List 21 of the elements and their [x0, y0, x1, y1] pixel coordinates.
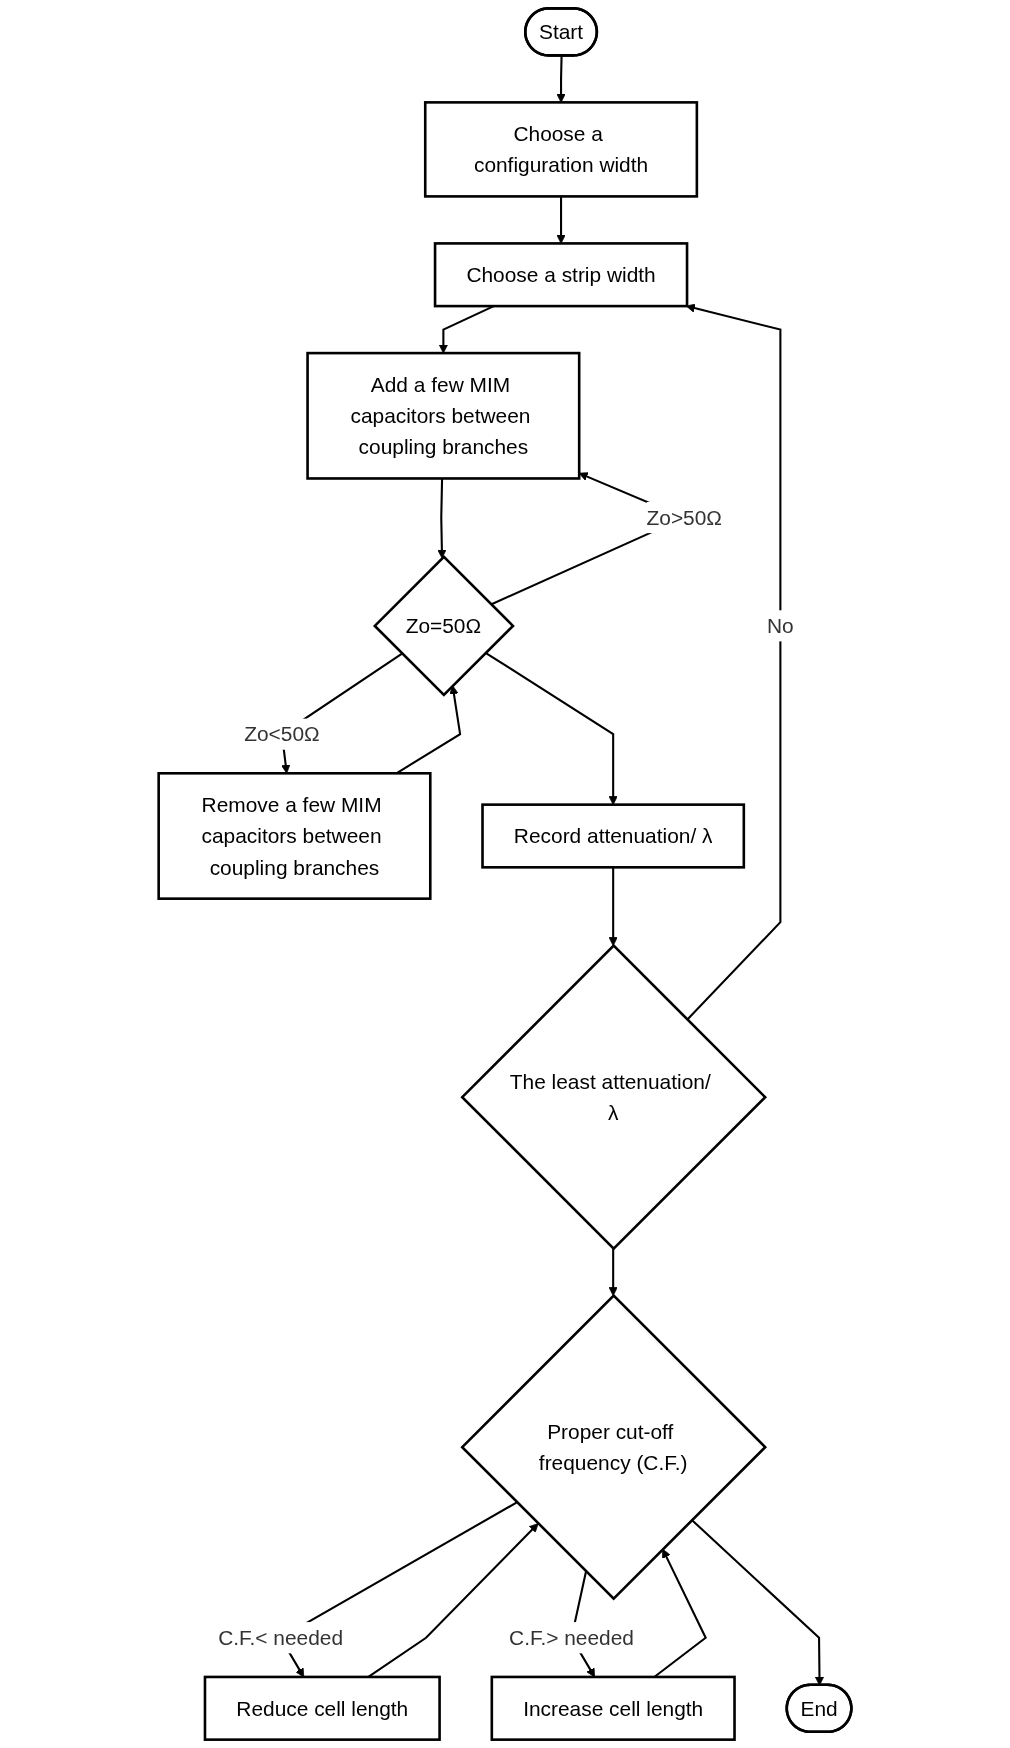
edge-label: No — [767, 614, 794, 638]
arrow — [437, 478, 447, 559]
arrow — [608, 867, 618, 947]
node-diamond: The least attenuation/ λ — [460, 943, 767, 1251]
arrow — [685, 303, 782, 1021]
edge-label: C.F.< needed — [218, 1626, 344, 1650]
edge-label: C.F.> needed — [509, 1626, 634, 1650]
edge-label: Zo>50Ω — [646, 506, 722, 530]
node-box: Choose a strip width — [433, 242, 689, 308]
node-box: Remove a few MIM capacitors between coupling branches — [157, 772, 432, 900]
arrow — [556, 196, 566, 244]
arrow — [556, 55, 566, 103]
node-box: Choose a configuration width — [423, 101, 699, 198]
node-box: Reduce cell length — [203, 1675, 441, 1741]
edge-label: Zo<50Ω — [244, 722, 320, 746]
arrow — [608, 1248, 618, 1297]
node-diamond: Zo=50Ω — [373, 554, 515, 697]
node-diamond: Proper cut-off frequency (C.F.) — [460, 1293, 767, 1601]
node-box: Increase cell length — [490, 1675, 736, 1741]
node-box: Record attenuation/ λ — [481, 803, 746, 869]
node-box: Add a few MIM capacitors between coupling branches — [306, 351, 581, 480]
